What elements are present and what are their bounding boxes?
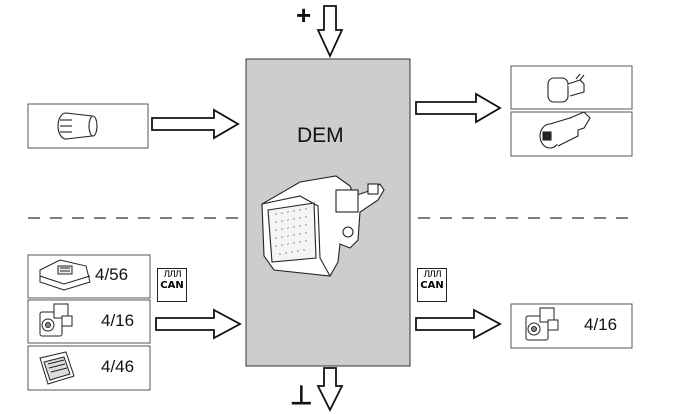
can-badge-text: CAN <box>420 280 444 291</box>
can-input-arrow <box>155 308 242 340</box>
control-module-icon <box>39 259 91 291</box>
can-input-label-1: 4/56 <box>95 265 129 284</box>
can-badge-output: ЛЛЛ CAN <box>417 268 447 302</box>
dem-label: DEM <box>297 124 344 147</box>
power-plus-arrow <box>316 5 344 59</box>
input-arrow-top <box>151 108 240 140</box>
can-output-arrow <box>415 308 502 340</box>
actuator-module-icon <box>525 307 559 341</box>
can-wave-icon: ЛЛЛ <box>423 270 441 280</box>
can-input-label-2: 4/16 <box>101 311 135 330</box>
dem-unit-icon <box>261 175 385 277</box>
connector-sensor-icon <box>57 112 98 140</box>
solenoid-valve-icon <box>547 73 585 103</box>
can-output-label: 4/16 <box>584 315 618 334</box>
can-wave-icon: ЛЛЛ <box>163 270 181 280</box>
can-badge-text: CAN <box>160 280 184 291</box>
output-arrow-top <box>415 92 502 124</box>
power-plus-symbol: + <box>296 0 312 30</box>
ground-arrow <box>316 367 344 413</box>
can-badge-input: ЛЛЛ CAN <box>157 268 187 302</box>
actuator-module-icon <box>39 303 73 337</box>
can-input-label-3: 4/46 <box>101 357 135 376</box>
ground-symbol: ⊥ <box>290 380 313 410</box>
pressure-sensor-icon <box>539 111 591 149</box>
ecu-board-icon <box>39 351 75 385</box>
